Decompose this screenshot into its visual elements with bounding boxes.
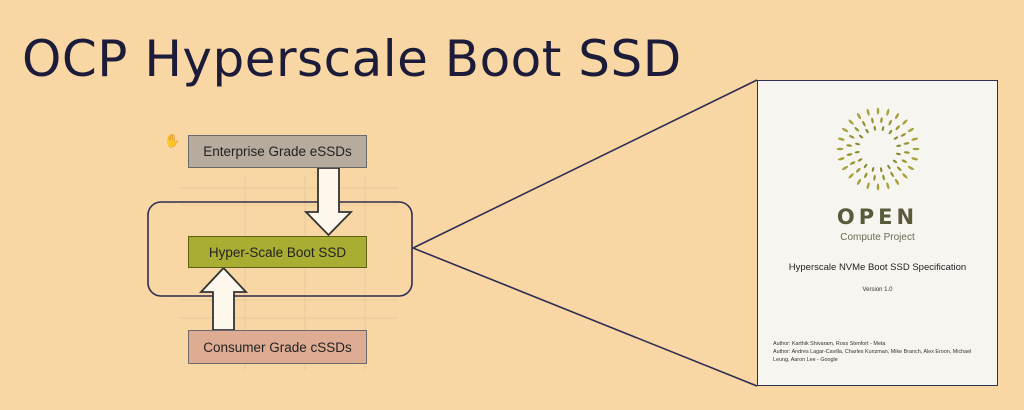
logo-leaf — [862, 120, 866, 127]
logo-leaf — [881, 126, 885, 132]
up-arrow — [198, 266, 249, 331]
logo-leaf — [837, 157, 845, 161]
logo-leaf — [907, 165, 915, 171]
logo-leaf — [902, 173, 908, 179]
logo-leaf — [855, 142, 861, 146]
logo-leaf — [882, 174, 885, 181]
logo-leaf — [856, 178, 862, 186]
logo-leaf — [876, 183, 880, 191]
logo-leaf — [858, 134, 864, 139]
zoom-line-top — [412, 79, 758, 249]
logo-leaf — [848, 119, 854, 125]
ocp-logo-subtitle: Compute Project — [840, 232, 915, 243]
logo-leaf — [866, 182, 870, 190]
logo-leaf — [866, 108, 870, 116]
logo-leaf — [912, 147, 920, 151]
logo-leaf — [907, 127, 915, 133]
author-line: Author: Andres Lagar-Cavilla, Charles Ku… — [773, 349, 972, 363]
logo-leaf — [848, 173, 854, 179]
logo-leaf — [836, 147, 844, 151]
logo-leaf — [894, 178, 900, 186]
logo-leaf — [895, 152, 901, 156]
logo-leaf — [873, 174, 876, 181]
logo-leaf — [888, 129, 893, 135]
logo-leaf — [887, 164, 891, 170]
faint-table-grid — [180, 175, 398, 370]
logo-leaf — [863, 163, 868, 169]
logo-leaf — [911, 137, 919, 141]
logo-leaf — [901, 159, 908, 163]
logo-leaf — [841, 127, 849, 133]
logo-leaf — [888, 119, 892, 126]
logo-leaf — [848, 135, 855, 139]
spec-title: Hyperscale NVMe Boot SSD Specification — [788, 262, 967, 273]
logo-leaf — [886, 182, 890, 190]
logo-leaf — [841, 165, 849, 171]
logo-leaf — [911, 157, 919, 161]
spec-version: Version 1.0 — [862, 287, 893, 293]
hyperscale-boot-ssd-box: Hyper-Scale Boot SSD — [188, 236, 367, 268]
logo-leaf — [892, 159, 898, 164]
zoom-line-bottom — [412, 247, 758, 387]
logo-leaf — [864, 172, 868, 179]
logo-leaf — [886, 108, 890, 116]
logo-leaf — [890, 171, 894, 178]
logo-leaf — [865, 128, 869, 134]
ocp-logo-word: OPEN — [836, 205, 919, 229]
logo-leaf — [896, 166, 902, 171]
logo-leaf — [900, 133, 907, 137]
logo-leaf — [896, 144, 902, 147]
logo-leaf — [894, 112, 900, 120]
logo-leaf — [849, 161, 856, 165]
ocp-sunburst-logo-icon — [836, 107, 920, 191]
logo-leaf — [873, 125, 876, 131]
down-arrow — [303, 167, 354, 237]
logo-leaf — [846, 144, 853, 147]
logo-leaf — [902, 119, 908, 125]
logo-leaf — [871, 166, 875, 172]
enterprise-ssd-box: Enterprise Grade eSSDs — [188, 135, 367, 168]
consumer-ssd-box: Consumer Grade cSSDs — [188, 330, 367, 364]
logo-leaf — [895, 125, 900, 131]
slide-title: OCP Hyperscale Boot SSD — [22, 30, 682, 88]
spec-authors: Author: Karthik Shivaram, Ross Stenfort … — [773, 340, 985, 364]
author-line: Author: Karthik Shivaram, Ross Stenfort … — [773, 341, 886, 347]
logo-leaf — [880, 167, 883, 173]
logo-leaf — [903, 151, 910, 154]
hand-cursor-icon: ✋ — [164, 134, 181, 149]
logo-leaf — [856, 112, 862, 120]
spec-document-thumbnail: OPEN Compute Project Hyperscale NVMe Boo… — [757, 80, 998, 386]
logo-leaf — [854, 127, 860, 132]
logo-leaf — [857, 158, 863, 162]
logo-leaf — [854, 151, 860, 154]
logo-leaf — [856, 167, 861, 173]
logo-leaf — [893, 136, 899, 140]
logo-leaf — [837, 137, 845, 141]
logo-leaf — [880, 117, 883, 124]
logo-leaf — [871, 117, 874, 124]
highlight-frame — [147, 201, 413, 297]
logo-leaf — [846, 153, 853, 156]
logo-leaf — [903, 142, 910, 145]
logo-leaf — [876, 107, 880, 115]
